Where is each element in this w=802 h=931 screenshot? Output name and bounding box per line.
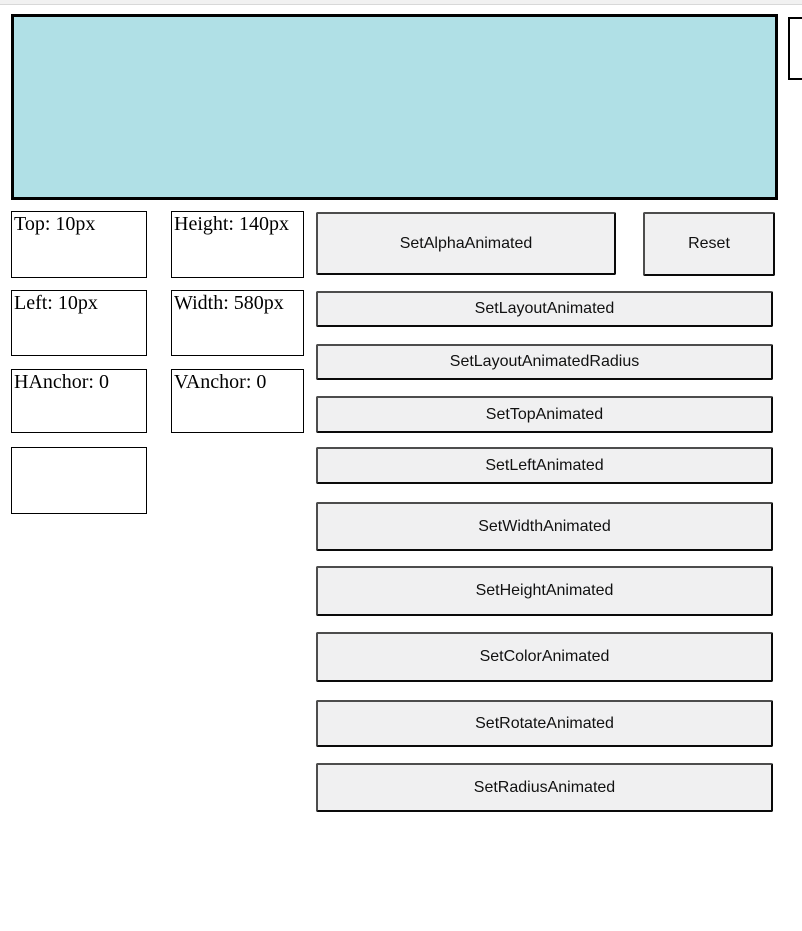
set-layout-animated-button[interactable]: SetLayoutAnimated [316,291,773,327]
set-rotate-animated-button[interactable]: SetRotateAnimated [316,700,773,747]
set-radius-animated-button[interactable]: SetRadiusAnimated [316,763,773,812]
animated-target-box [11,14,778,200]
height-value-panel: Height: 140px [171,211,304,278]
set-left-animated-button[interactable]: SetLeftAnimated [316,447,773,484]
top-strip [0,0,802,5]
width-value-panel: Width: 580px [171,290,304,356]
set-color-animated-button[interactable]: SetColorAnimated [316,632,773,682]
vanchor-value-panel: VAnchor: 0 [171,369,304,433]
corner-box [788,17,802,80]
hanchor-value-panel: HAnchor: 0 [11,369,147,433]
set-width-animated-button[interactable]: SetWidthAnimated [316,502,773,551]
set-layout-animated-radius-button[interactable]: SetLayoutAnimatedRadius [316,344,773,380]
left-value-panel: Left: 10px [11,290,147,356]
set-alpha-animated-button[interactable]: SetAlphaAnimated [316,212,616,275]
top-value-panel: Top: 10px [11,211,147,278]
reset-button[interactable]: Reset [643,212,775,276]
empty-value-panel [11,447,147,514]
set-height-animated-button[interactable]: SetHeightAnimated [316,566,773,616]
set-top-animated-button[interactable]: SetTopAnimated [316,396,773,433]
